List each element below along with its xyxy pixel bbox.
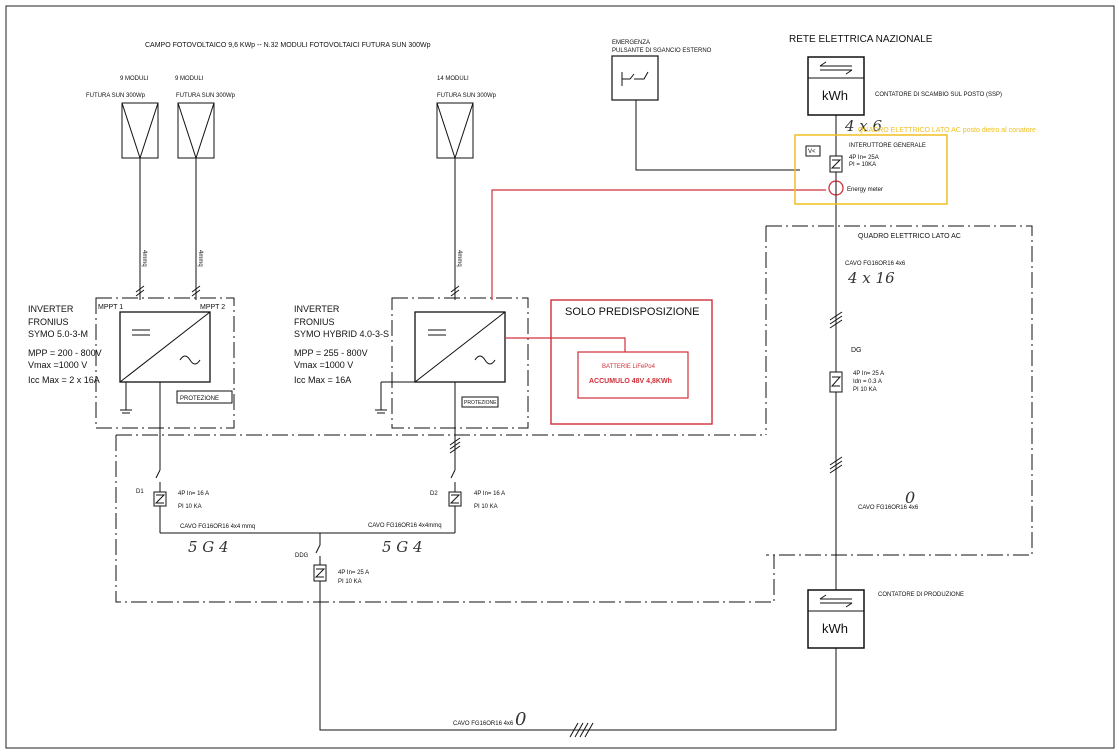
- cavo-right: CAVO FG16OR16 4x4mmq: [368, 523, 442, 529]
- d1-spec1: 4P In= 16 A: [178, 491, 209, 497]
- generale-spec1: 4P In= 25A: [849, 155, 879, 161]
- generale-label: INTERUTTORE GENERALE: [849, 143, 926, 149]
- inv2-l3: SYMO HYBRID 4.0-3-S: [294, 329, 389, 339]
- inv2-l1: INVERTER: [294, 304, 340, 314]
- inverter-1-frame: [95, 297, 235, 429]
- yellow-handwritten: 4 x 6: [844, 117, 883, 135]
- campo-title: CAMPO FOTOVOLTAICO 9,6 KWp -- N.32 MODUL…: [145, 42, 431, 49]
- d2-spec2: PI 10 KA: [474, 504, 498, 510]
- production-kwh: kWh: [822, 621, 848, 636]
- inv1-l1: INVERTER: [28, 304, 74, 314]
- d2-label: D2: [430, 491, 438, 497]
- generale-spec2: PI = 10KA: [849, 162, 876, 168]
- panel-3-symbol: [436, 102, 474, 159]
- voltage-relay-label: V<: [808, 149, 816, 155]
- cavo-top: CAVO FG16OR16 4x6: [845, 261, 906, 267]
- panel-3: 14 MODULI FUTURA SUN 300Wp: [436, 76, 497, 159]
- protezione-1: [176, 390, 233, 404]
- inv1-l3: SYMO 5.0-3-M: [28, 329, 88, 339]
- dg-spec3: PI 10 KA: [853, 387, 877, 393]
- inv1-l4: MPP = 200 - 800V: [28, 348, 102, 358]
- emergenza-label-2: PULSANTE DI SGANCIO ESTERNO: [612, 48, 712, 54]
- predisposizione-box: [550, 299, 713, 425]
- panel-1-model: FUTURA SUN 300Wp: [86, 93, 146, 99]
- cavo-left: CAVO FG16OR16 4x4 mmq: [180, 524, 255, 530]
- d2-spec1: 4P In= 16 A: [474, 491, 505, 497]
- inv2-l5: Vmax =1000 V: [294, 360, 353, 370]
- ddg-spec1: 4P In= 25 A: [338, 570, 369, 576]
- inverter-1-symbol: [119, 311, 211, 383]
- ddg-spec2: PI 10 KA: [338, 579, 362, 585]
- panel-1-symbol: [121, 102, 159, 159]
- emergency-button: [611, 55, 659, 101]
- hand-left: 5 G 4: [188, 538, 229, 556]
- panel-1: 9 MODULI FUTURA SUN 300Wp: [86, 76, 159, 159]
- protezione-2: [461, 396, 499, 408]
- inv2-l2: FRONIUS: [294, 317, 335, 327]
- d1-spec2: PI 10 KA: [178, 504, 202, 510]
- mppt-1-label: MPPT 1: [98, 304, 123, 311]
- cable-label-3: 4mmq: [456, 250, 462, 267]
- production-label: CONTATORE DI PRODUZIONE: [878, 592, 964, 598]
- quadro-ac-frame: [766, 225, 1033, 556]
- protezione-1-label: PROTEZIONE: [180, 396, 219, 402]
- panel-2: 9 MODULI FUTURA SUN 300Wp: [175, 76, 236, 159]
- panel-3-count: 14 MODULI: [437, 76, 469, 82]
- yellow-annotation: QUADRO ELETTRICO LATO AC posto dietro al…: [858, 127, 1036, 134]
- energy-meter-label: Energy meter: [847, 187, 883, 193]
- dg-spec2: Idn = 0.3 A: [853, 379, 882, 385]
- panel-2-model: FUTURA SUN 300Wp: [176, 93, 236, 99]
- yellow-quadro-box: [794, 134, 948, 205]
- dg-spec1: 4P In= 25 A: [853, 371, 884, 377]
- ssp-kwh: kWh: [822, 88, 848, 103]
- panel-2-symbol: [177, 102, 215, 159]
- lato-ac-frame: [115, 435, 775, 603]
- inverter-2-symbol: [414, 311, 506, 383]
- panel-2-count: 9 MODULI: [175, 76, 204, 82]
- hand-mid: 0: [905, 488, 915, 507]
- rete-title: RETE ELETTRICA NAZIONALE: [789, 34, 933, 45]
- quadro-ac-title: QUADRO ELETTRICO LATO AC: [858, 233, 961, 240]
- voltage-relay: [805, 145, 821, 157]
- hand-bottom: 0: [515, 709, 526, 730]
- emergenza-label: EMERGENZA: [612, 40, 650, 46]
- hand-top: 4 x 16: [847, 269, 895, 287]
- cable-label-2: 4mmq: [197, 250, 203, 267]
- hand-right: 5 G 4: [382, 538, 423, 556]
- mppt-2-label: MPPT 2: [200, 304, 225, 311]
- inv1-l6: Icc Max = 2 x 16A: [28, 375, 100, 385]
- battery-capacity: ACCUMULO 48V 4,8KWh: [589, 378, 672, 385]
- panel-1-count: 9 MODULI: [120, 76, 149, 82]
- protezione-2-label: PROTEZIONE: [464, 400, 497, 406]
- inverter-2-frame: [391, 297, 529, 429]
- ddg-label: DDG: [295, 553, 309, 559]
- inv1-l5: Vmax =1000 V: [28, 360, 87, 370]
- cavo-bottom: CAVO FG16OR16 4x6: [453, 721, 514, 727]
- inv2-l4: MPP = 255 - 800V: [294, 348, 368, 358]
- inv1-l2: FRONIUS: [28, 317, 69, 327]
- dg-label: DG: [851, 347, 862, 354]
- cable-label-1: 4mmq: [141, 250, 147, 267]
- battery-type: BATTERIE LiFePo4: [602, 364, 656, 370]
- sheet-border: [5, 5, 1115, 749]
- inv2-l6: Icc Max = 16A: [294, 375, 351, 385]
- cavo-mid: CAVO FG16OR16 4x6: [858, 505, 919, 511]
- predisposizione-title: SOLO PREDISPOSIZIONE: [565, 306, 699, 318]
- battery-box: [577, 351, 689, 399]
- d1-label: D1: [136, 489, 144, 495]
- ssp-label: CONTATORE DI SCAMBIO SUL POSTO (SSP): [875, 92, 1002, 98]
- panel-3-model: FUTURA SUN 300Wp: [437, 93, 497, 99]
